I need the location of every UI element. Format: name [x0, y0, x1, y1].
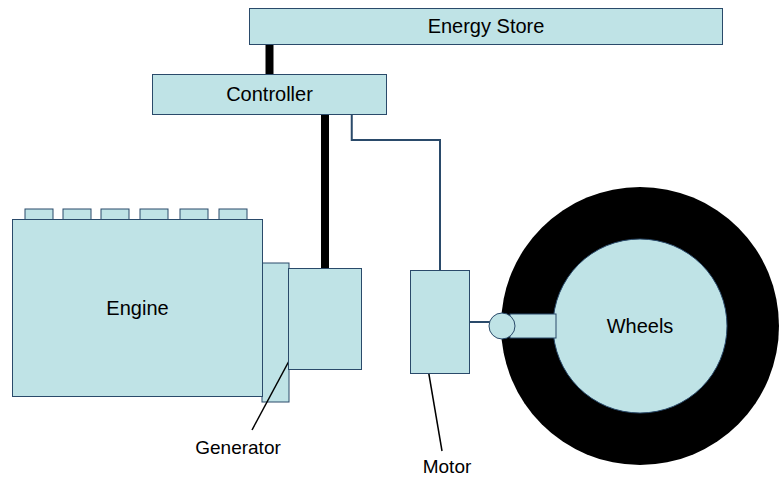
generator-flange: [262, 263, 289, 402]
callout-label: Motor: [423, 456, 472, 478]
power-cable: [321, 115, 329, 268]
node-label: Wheels: [607, 315, 674, 338]
wheel: Wheels: [500, 186, 780, 466]
callout-label: Generator: [195, 437, 281, 459]
drive-shaft: [352, 115, 440, 270]
storage-box: Energy Store: [249, 8, 723, 45]
motor-box: Motor: [410, 270, 470, 374]
node-label: Energy Store: [428, 15, 545, 38]
node-label: Engine: [106, 297, 168, 320]
generator-box: Generator: [288, 268, 362, 370]
engine-box: Engine: [12, 219, 263, 397]
node-label: Controller: [226, 83, 313, 106]
controller-box: Controller: [152, 74, 387, 115]
power-cable: [266, 45, 274, 74]
